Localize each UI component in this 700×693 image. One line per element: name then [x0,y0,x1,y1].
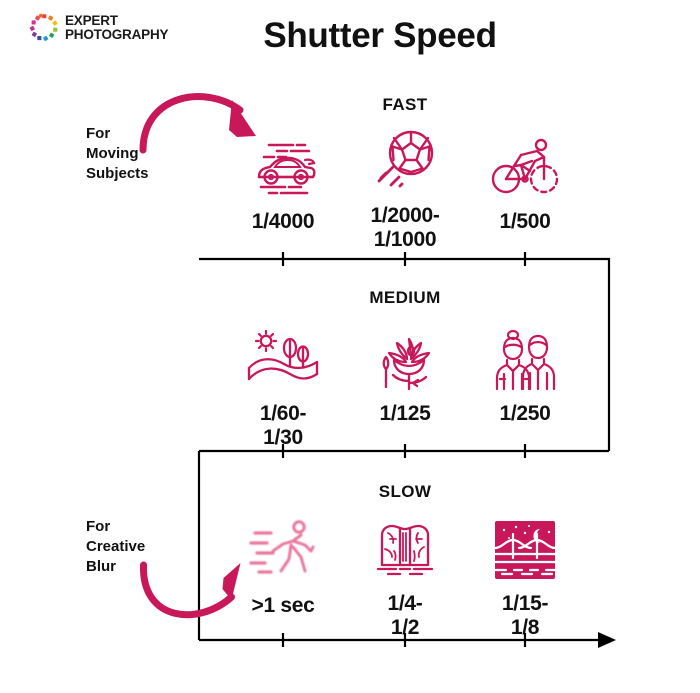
brand-line-2: PHOTOGRAPHY [65,27,169,42]
side-label-moving-subjects: For Moving Subjects [86,124,149,183]
speed-cell-waterfall: 1/4- 1/2 [330,512,480,639]
speed-cell-race-car: 1/4000 [208,130,358,234]
brand-logo: EXPERT PHOTOGRAPHY [29,13,169,43]
two-people-portrait-icon [450,322,600,398]
lotus-flower-icon [330,322,480,398]
brand-line-1: EXPERT [65,13,118,29]
landscape-sun-icon [208,322,358,398]
speed-label: 1/4- 1/2 [387,592,423,639]
speed-cell-landscape: 1/60- 1/30 [208,322,358,449]
band-heading-slow: SLOW [378,482,432,501]
speed-label: >1 sec [251,594,315,617]
speed-cell-cyclist: 1/500 [450,130,600,234]
night-bridge-icon [450,512,600,588]
speed-cell-portrait: 1/250 [450,322,600,426]
speed-cell-night-bridge: 1/15- 1/8 [450,512,600,639]
band-heading-fast: FAST [382,95,428,114]
brand-wordmark: EXPERT PHOTOGRAPHY [65,13,169,42]
running-person-blur-icon [208,512,358,588]
side-label-blur-text: For Creative Blur [86,518,146,575]
axis-arrowhead-icon [598,632,616,648]
speed-cell-running: >1 sec [208,512,358,618]
waterfall-icon [330,512,480,588]
speed-label: 1/500 [499,210,551,233]
speed-label: 1/15- 1/8 [501,592,549,639]
speed-label: 1/250 [499,402,551,425]
speed-label: 1/125 [379,402,431,425]
band-heading-medium: MEDIUM [369,288,441,307]
speed-label: 1/4000 [251,210,315,233]
side-label-moving-text: For Moving Subjects [86,125,149,182]
page-title: Shutter Speed [263,16,497,55]
color-ring-icon [29,13,59,43]
soccer-ball-icon [330,124,480,200]
speed-cell-lotus: 1/125 [330,322,480,426]
race-car-icon [208,130,358,206]
speed-label: 1/2000- 1/1000 [370,204,440,251]
speed-cell-soccer-ball: 1/2000- 1/1000 [330,124,480,251]
cyclist-icon [450,130,600,206]
side-label-creative-blur: For Creative Blur [86,517,145,576]
speed-label: 1/60- 1/30 [259,402,307,449]
